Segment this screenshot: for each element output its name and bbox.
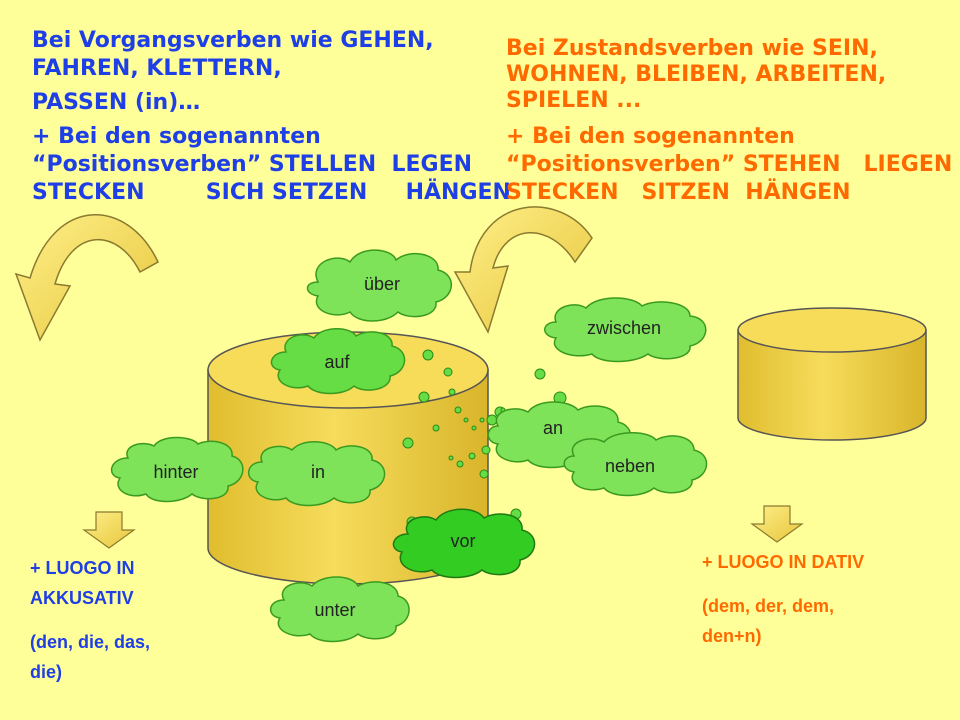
label-an: an: [543, 418, 563, 438]
right-line-3: SPIELEN ...: [506, 88, 642, 113]
curved-arrow-right: [453, 206, 593, 334]
cloud-vor: [392, 508, 536, 579]
left-line-4: + Bei den sogenannten: [32, 124, 321, 149]
cloud-hinter: [110, 436, 244, 503]
right-line-4: + Bei den sogenannten: [506, 124, 795, 149]
left-line-6: STECKEN SICH SETZEN HÄNGEN: [32, 180, 511, 205]
label-neben: neben: [605, 456, 655, 476]
label-zwischen: zwischen: [587, 318, 661, 338]
bubbles: [402, 349, 567, 528]
left-line-5: “Positionsverben” STELLEN LEGEN: [32, 152, 473, 177]
label-unter: unter: [314, 600, 355, 620]
dativ-articles-1: (dem, der, dem,: [702, 596, 835, 616]
left-line-1: Bei Vorgangsverben wie GEHEN,: [32, 28, 434, 53]
cloud-in: [248, 441, 386, 507]
cloud-unter: [270, 576, 410, 643]
label-in: in: [311, 462, 325, 482]
right-line-2: WOHNEN, BLEIBEN, ARBEITEN,: [506, 62, 887, 87]
label-ueber: über: [364, 274, 400, 294]
akkusativ-articles-2: die): [30, 662, 63, 682]
left-line-2: FAHREN, KLETTERN,: [32, 56, 282, 81]
label-auf: auf: [324, 352, 350, 372]
akkusativ-heading-1: + LUOGO IN: [30, 558, 135, 578]
curved-arrow-left: [14, 214, 159, 342]
label-hinter: hinter: [153, 462, 198, 482]
cloud-neben: [563, 432, 708, 497]
akkusativ-articles-1: (den, die, das,: [30, 632, 151, 652]
down-arrow-akkusativ: [82, 511, 136, 549]
cloud-ueber: [306, 249, 452, 322]
right-line-1: Bei Zustandsverben wie SEIN,: [506, 36, 878, 61]
label-vor: vor: [450, 531, 475, 551]
akkusativ-heading-2: AKKUSATIV: [30, 588, 134, 608]
left-line-3: PASSEN (in)…: [32, 90, 201, 115]
dativ-heading: + LUOGO IN DATIV: [702, 552, 865, 572]
right-line-5: “Positionsverben” STEHEN LIEGEN: [506, 152, 953, 177]
cloud-auf: [270, 328, 406, 395]
dativ-articles-2: den+n): [702, 626, 762, 646]
right-line-6: STECKEN SITZEN HÄNGEN: [506, 180, 851, 205]
small-cylinder: [737, 307, 927, 441]
cloud-zwischen: [544, 297, 707, 363]
down-arrow-dativ: [750, 505, 804, 543]
